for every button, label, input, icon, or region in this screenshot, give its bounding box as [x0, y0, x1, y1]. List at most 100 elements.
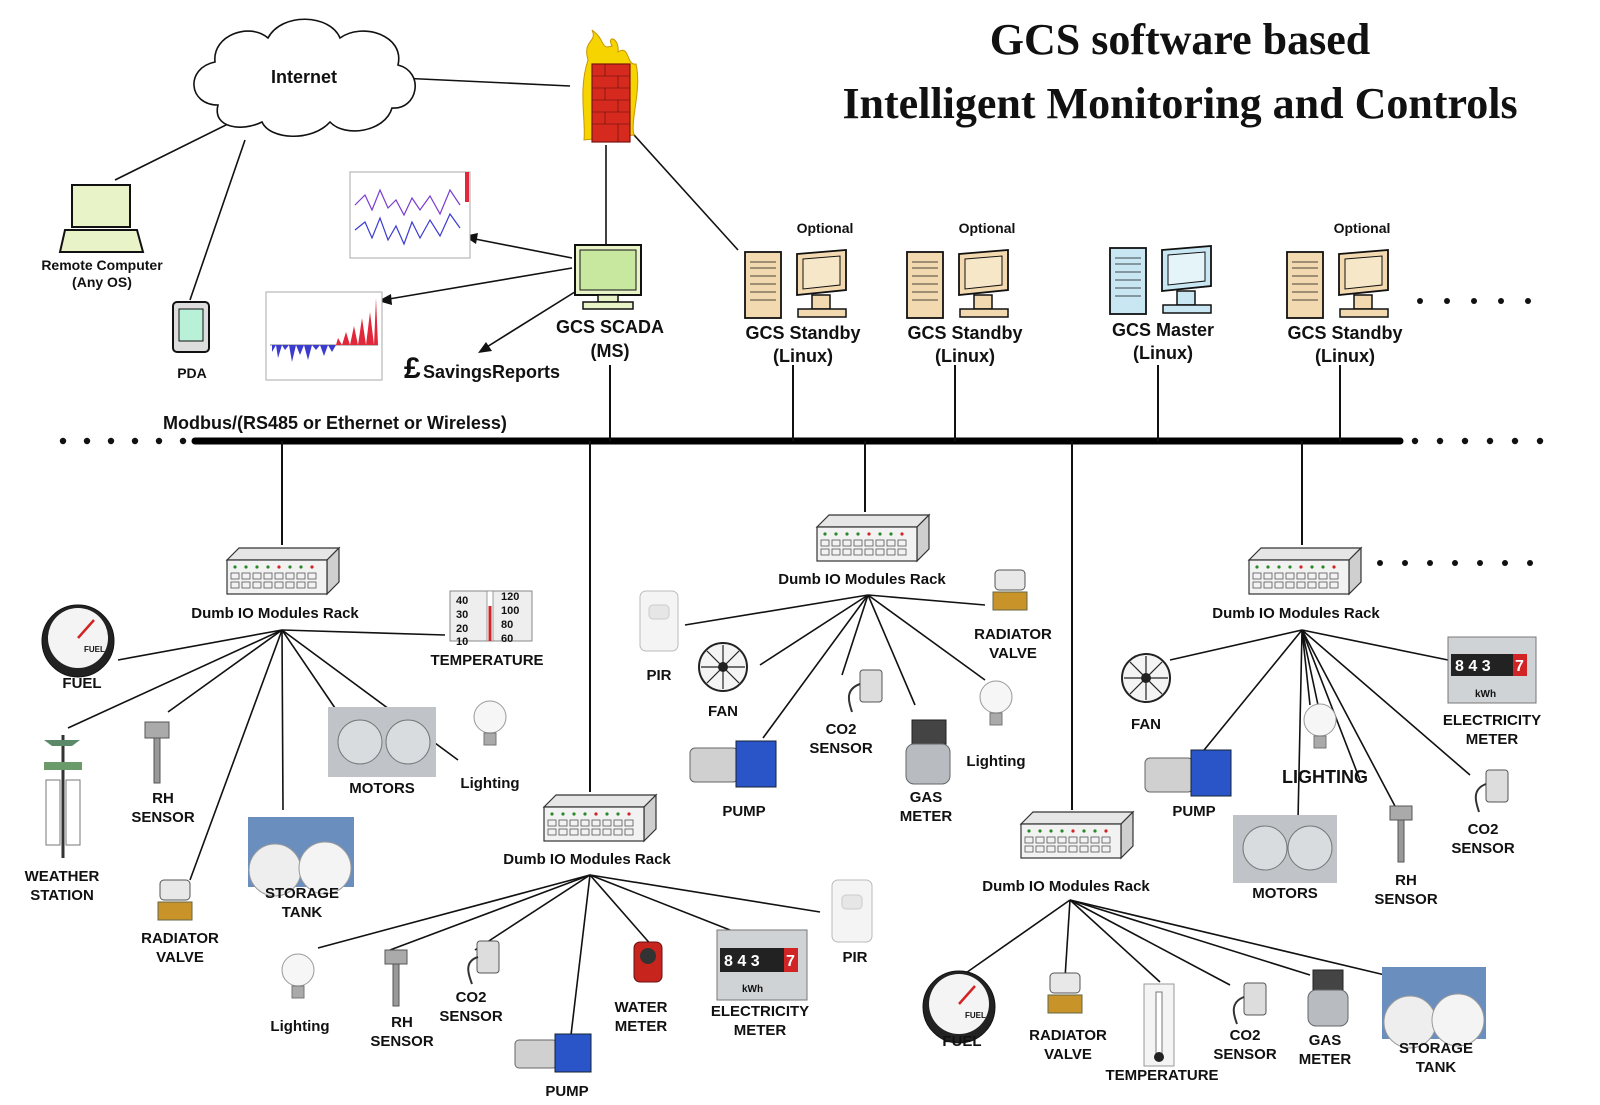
cloud-icon — [193, 18, 416, 138]
standby-3-label-2: (Linux) — [1315, 346, 1375, 366]
rack-2-label: Dumb IO Modules Rack — [503, 851, 671, 868]
pump-icon — [514, 1039, 558, 1069]
trend-red-bar — [465, 172, 469, 202]
light-bulb-icon — [281, 953, 315, 987]
rack2-electricity-label-2: METER — [734, 1022, 787, 1039]
fuel-dial-text: FUEL — [84, 645, 105, 654]
rack3-pump-label: PUMP — [722, 803, 765, 820]
rack4-valve-label-2: VALVE — [1044, 1046, 1092, 1063]
rack-1-label: Dumb IO Modules Rack — [191, 605, 359, 622]
rack3-lighting-label: Lighting — [966, 753, 1025, 770]
monitor-stand-icon — [973, 294, 993, 310]
top-links — [114, 77, 739, 353]
rack1-tank-label-1: STORAGE — [265, 885, 339, 902]
rack-5-links — [1169, 629, 1471, 821]
meter-last-digit: 7 — [1515, 658, 1524, 675]
rack1-rh-label-2: SENSOR — [131, 809, 195, 826]
rack5-dots — [1377, 560, 1533, 566]
link-scada-chart2 — [382, 267, 573, 301]
master-label-2: (Linux) — [1133, 343, 1193, 363]
standby-3-label-1: GCS Standby — [1287, 323, 1402, 343]
rack-3-label: Dumb IO Modules Rack — [778, 571, 946, 588]
brick-lines — [592, 64, 630, 142]
rack-1: Dumb IO Modules Rack FUEL FUEL — [25, 546, 544, 966]
light-bulb — [281, 953, 315, 999]
rack-4-links — [962, 899, 1386, 986]
standby-2: Optional GCS Standby (Linux) — [906, 220, 1023, 366]
io-rack-icon — [1019, 810, 1135, 860]
fuel-gauge: FUEL — [41, 604, 115, 678]
savings-reports-label: SavingsReports — [423, 362, 560, 382]
co2-sensor — [847, 669, 883, 713]
motors — [328, 707, 436, 777]
weather-station-label-2: STATION — [30, 887, 94, 904]
thermo-scale-10: 10 — [456, 636, 468, 648]
fuel-dial-text: FUEL — [965, 1011, 986, 1020]
rack3-co2-label-2: SENSOR — [809, 740, 873, 757]
fuel-label: FUEL — [62, 675, 101, 692]
modbus-bus: Modbus/(RS485 or Ethernet or Wireless) — [59, 298, 1544, 810]
rack4-gas-label-1: GAS — [1309, 1032, 1342, 1049]
light-bulb-icon — [473, 700, 507, 734]
rack2-electricity-label-1: ELECTRICITY — [711, 1003, 809, 1020]
gas-meter-icon — [911, 719, 947, 745]
thermo-scale-60: 60 — [501, 633, 513, 645]
monitor-base-icon — [1339, 308, 1389, 318]
trend-chart-frame — [349, 171, 471, 259]
rack4-co2-label-2: SENSOR — [1213, 1046, 1277, 1063]
rack5-fan-label: FAN — [1131, 716, 1161, 733]
rack5-rh-label-2: SENSOR — [1374, 891, 1438, 908]
radiator-valve — [157, 879, 193, 921]
light-bulb — [1303, 703, 1337, 749]
arrow-reports — [478, 342, 492, 353]
server-tower-icon — [1286, 251, 1324, 319]
pda-label: PDA — [177, 365, 207, 381]
rack1-valve-label-2: VALVE — [156, 949, 204, 966]
co2-sensor-icon — [476, 940, 500, 974]
trend-series-2 — [354, 212, 461, 246]
link-firewall-standby — [624, 124, 739, 251]
thermo-scale-80: 80 — [501, 619, 513, 631]
pir-sensor — [639, 590, 679, 652]
io-rack-icon — [542, 793, 658, 843]
meter-digits: 8 4 3 — [724, 953, 760, 970]
monitor-screen-icon — [964, 255, 1003, 290]
standby-1-label-1: GCS Standby — [745, 323, 860, 343]
rack2-co2-label-1: CO2 — [456, 989, 487, 1006]
link-scada-chart1 — [469, 237, 573, 259]
scada-stand-icon — [597, 294, 619, 303]
rack3-valve-label-2: VALVE — [989, 645, 1037, 662]
thermo-scale-20: 20 — [456, 623, 468, 635]
meter-last-digit: 7 — [786, 953, 795, 970]
monitor-base-icon — [797, 308, 847, 318]
rack-4: Dumb IO Modules Rack FUEL FUEL RADIATOR — [922, 810, 1486, 1084]
rack2-pump-label: PUMP — [545, 1083, 588, 1100]
temp-chart-negative — [272, 345, 336, 362]
rack4-valve-label-1: RADIATOR — [1029, 1027, 1107, 1044]
rack2-water-meter-label-2: METER — [615, 1018, 668, 1035]
thermometer — [1143, 983, 1175, 1067]
savings-reports: £ SavingsReports — [404, 352, 560, 385]
rack-4-label: Dumb IO Modules Rack — [982, 878, 1150, 895]
rack2-lighting-label: Lighting — [270, 1018, 329, 1035]
fan — [1121, 653, 1171, 703]
monitor-screen-icon — [1344, 255, 1383, 290]
rh-sensor — [144, 721, 170, 784]
pir-sensor — [831, 879, 873, 943]
monitor-base-icon — [959, 308, 1009, 318]
light-bulb — [979, 680, 1013, 726]
thermometer: 40 30 20 10 120 100 80 60 — [449, 590, 533, 648]
temperature-label: TEMPERATURE — [430, 652, 543, 669]
radiator-valve — [992, 569, 1028, 611]
firewall — [582, 29, 639, 143]
scada-label-2: (MS) — [591, 341, 630, 361]
rack1-rh-label-1: RH — [152, 790, 174, 807]
monitor-stand-icon — [1176, 290, 1196, 306]
gcs-scada: GCS SCADA (MS) — [556, 244, 664, 361]
pda-screen-icon — [178, 308, 204, 342]
rack5-co2-label-2: SENSOR — [1451, 840, 1515, 857]
rack4-co2-label-1: CO2 — [1230, 1027, 1261, 1044]
light-bulb — [473, 700, 507, 746]
